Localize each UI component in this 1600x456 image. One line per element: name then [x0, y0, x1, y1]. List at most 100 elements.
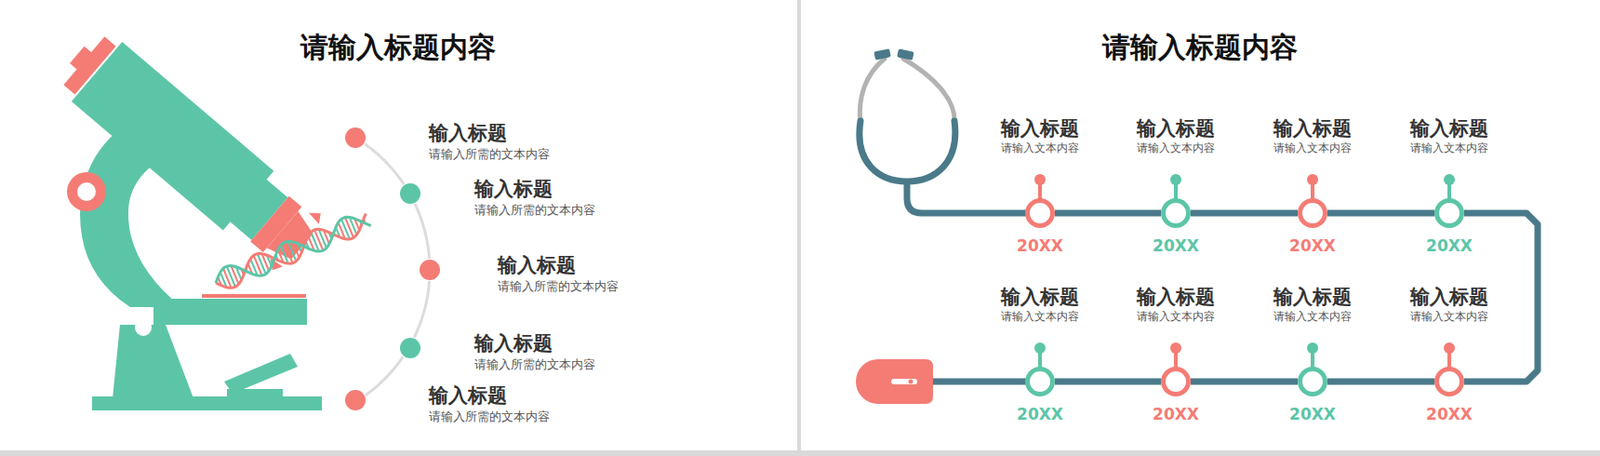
earpiece	[896, 48, 914, 60]
foot-lever	[224, 353, 298, 394]
dna-rung	[345, 217, 354, 239]
connector	[1054, 378, 1161, 386]
glass-slide	[201, 293, 307, 298]
bottom-band	[0, 450, 1600, 456]
objective-teeth	[265, 207, 325, 274]
microscope	[52, 25, 372, 411]
marker-pin	[1170, 173, 1182, 186]
dna-strand	[215, 213, 366, 288]
item-heading: 输入标题	[497, 253, 576, 277]
connector	[364, 144, 404, 185]
microscope-tube	[52, 25, 329, 277]
bullet-dot: 输入标题请输入所需的文本内容	[345, 389, 366, 411]
chestpiece	[855, 359, 934, 404]
item-heading: 输入标题	[1136, 285, 1215, 308]
marker-stems	[1034, 173, 1455, 368]
column-hole	[134, 319, 152, 336]
dna-rung	[314, 229, 323, 251]
marker-pin	[1170, 342, 1182, 354]
item-heading: 输入标题	[1136, 117, 1215, 140]
item-body: 请输入文本内容	[1000, 140, 1080, 156]
item-body: 请输入文本内容	[1136, 308, 1215, 324]
slide-title: 请输入标题内容	[300, 30, 496, 65]
timeline-marker: 输入标题请输入文本内容20XX	[1160, 366, 1191, 397]
item-heading: 输入标题	[428, 384, 507, 407]
timeline-marker: 输入标题请输入文本内容20XX	[1160, 198, 1191, 228]
item-heading: 输入标题	[1410, 117, 1489, 140]
eyepiece-cap	[63, 36, 116, 94]
item-body: 请输入所需的文本内容	[474, 357, 596, 373]
year-label: 20XX	[1152, 404, 1200, 424]
item-body: 请输入所需的文本内容	[428, 146, 550, 162]
dna-rung	[257, 253, 267, 275]
item-body: 请输入所需的文本内容	[428, 409, 550, 425]
bullet-dot: 输入标题请输入所需的文本内容	[400, 337, 421, 359]
connector	[365, 356, 403, 395]
year-label: 20XX	[1289, 236, 1336, 255]
dna-rung	[223, 267, 232, 288]
slide-title: 请输入标题内容	[1102, 30, 1298, 65]
dna-rung	[341, 218, 350, 239]
item-body: 请输入文本内容	[1410, 140, 1489, 156]
connector	[413, 280, 429, 338]
marker-pin	[1034, 342, 1046, 354]
item-body: 请输入文本内容	[1000, 308, 1080, 324]
item-heading: 输入标题	[1273, 285, 1352, 308]
chestpiece-mark	[891, 378, 918, 385]
microscope-stage	[153, 298, 307, 325]
marker-pin	[1443, 173, 1455, 186]
microscope-base	[92, 396, 322, 411]
focus-knob	[66, 172, 107, 212]
item-body: 请输入文本内容	[1136, 140, 1215, 156]
ear-tube	[859, 58, 885, 123]
timeline-start	[906, 181, 1027, 214]
stethoscope	[855, 48, 1027, 404]
timeline-end	[930, 378, 1027, 386]
marker-pin	[1306, 342, 1319, 354]
dna-rung	[253, 254, 263, 276]
year-label: 20XX	[1016, 236, 1064, 255]
timeline-marker: 输入标题请输入文本内容20XX	[1297, 198, 1328, 228]
item-heading: 输入标题	[1000, 117, 1080, 140]
slide-divider	[797, 0, 801, 456]
connector	[1327, 378, 1435, 386]
eyepiece-tip	[69, 46, 94, 71]
connector	[1190, 378, 1298, 386]
timeline-marker: 输入标题请输入文本内容20XX	[1025, 366, 1055, 397]
timeline-marker: 输入标题请输入文本内容20XX	[1434, 366, 1465, 397]
connector	[1327, 210, 1435, 217]
year-label: 20XX	[1152, 236, 1200, 255]
item-heading: 输入标题	[474, 177, 553, 200]
microscope-column	[112, 324, 194, 399]
dna-rung	[310, 231, 320, 252]
bullet-dot: 输入标题请输入所需的文本内容	[419, 259, 440, 280]
item-heading: 输入标题	[474, 332, 553, 355]
marker-pin	[1034, 173, 1046, 186]
timeline-marker: 输入标题请输入文本内容20XX	[1434, 198, 1465, 228]
bullet-dot: 输入标题请输入所需的文本内容	[400, 183, 421, 204]
connector	[1190, 210, 1298, 217]
dna-helix	[215, 213, 372, 288]
bullet-dot: 输入标题请输入所需的文本内容	[345, 127, 366, 148]
chestpiece-dot	[908, 379, 914, 385]
item-body: 请输入所需的文本内容	[497, 279, 619, 294]
dna-rung	[283, 242, 293, 264]
dna-strand	[215, 216, 372, 283]
item-body: 请输入文本内容	[1273, 308, 1352, 324]
marker-pin	[1443, 342, 1455, 354]
item-body: 请输入文本内容	[1410, 308, 1489, 324]
item-body: 请输入所需的文本内容	[474, 202, 596, 218]
item-heading: 输入标题	[1000, 285, 1080, 308]
lever-pad	[226, 388, 283, 397]
stethoscope-yoke	[859, 120, 956, 182]
ear-tube	[903, 58, 955, 123]
item-heading: 输入标题	[1410, 285, 1489, 308]
marker-pin	[1306, 173, 1319, 186]
earpiece	[873, 48, 891, 60]
connector	[414, 203, 430, 259]
timeline-marker: 输入标题请输入文本内容20XX	[1297, 366, 1328, 397]
focus-knob-hole	[77, 182, 96, 201]
